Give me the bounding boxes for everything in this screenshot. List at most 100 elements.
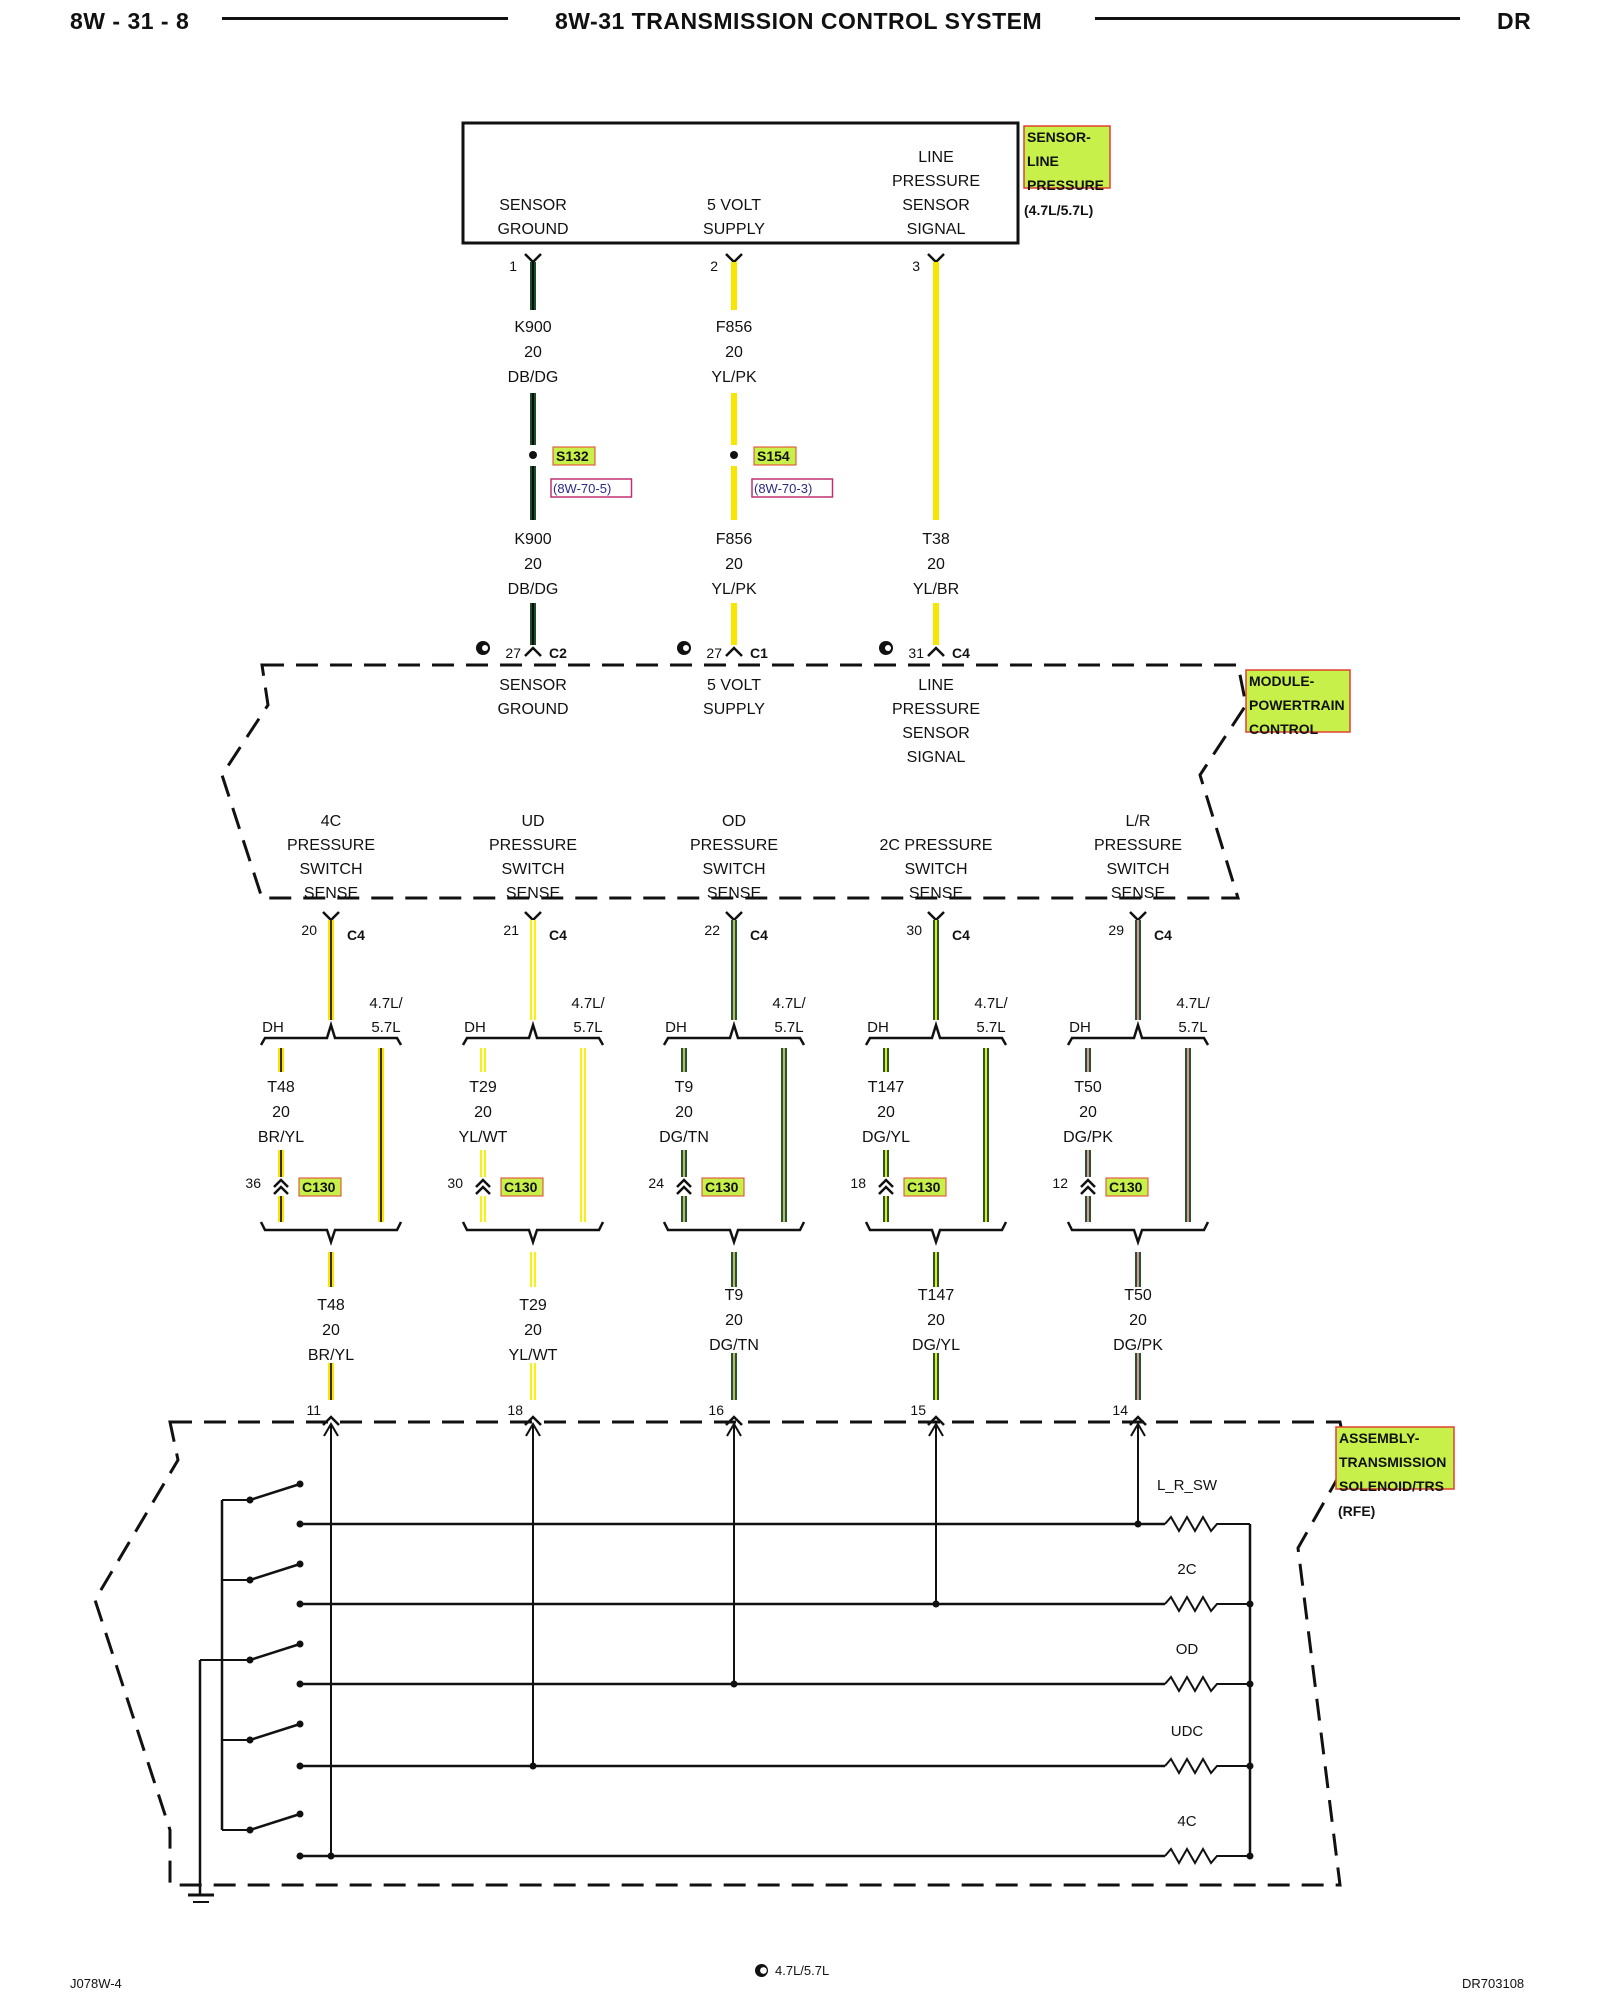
wire-code-label: DB/DG — [508, 369, 559, 386]
c130-terminal — [273, 1178, 289, 1195]
c130-tag-text: C130 — [302, 1179, 336, 1195]
pcm-pin-label: SWITCH — [1106, 861, 1169, 878]
pressure-switch-blade — [249, 1482, 301, 1502]
wire-code-label: T50 — [1074, 1079, 1102, 1096]
option-split — [662, 1020, 806, 1046]
wire-code-label: T50 — [1124, 1287, 1152, 1304]
pcm-pin-label: GROUND — [497, 701, 568, 718]
pcm-pin-label: PRESSURE — [489, 837, 577, 854]
wire-code-label: BR/YL — [258, 1129, 304, 1146]
junction-dot — [1246, 1852, 1254, 1860]
sensor-name-tag-text: SENSOR- — [1027, 129, 1091, 145]
solenoid-name-tag-text: ASSEMBLY- — [1339, 1430, 1420, 1446]
pcm-pin-label: SENSE — [506, 885, 560, 902]
pcm-name-tag-text: POWERTRAIN — [1249, 697, 1345, 713]
branch-label-engine: 5.7L — [774, 1019, 803, 1036]
pcm-name-tag-text: MODULE- — [1249, 673, 1315, 689]
pcm-pin-label: PRESSURE — [1094, 837, 1182, 854]
sensor-pin-label: PRESSURE — [892, 173, 980, 190]
pcm-pin-label: PRESSURE — [892, 701, 980, 718]
c130-terminal — [878, 1178, 894, 1195]
c130-terminal — [676, 1178, 692, 1195]
solenoid-name-tag-text: SOLENOID/TRS — [1339, 1478, 1444, 1494]
wire-code-label: T38 — [922, 531, 950, 548]
branch-label-engine: 4.7L/ — [571, 995, 605, 1012]
sensor-pin-label: GROUND — [497, 221, 568, 238]
option-join — [1066, 1221, 1210, 1246]
pcm-connector-id: C4 — [347, 927, 365, 943]
branch-label-dh: DH — [262, 1019, 284, 1036]
wire-code-label: K900 — [514, 531, 551, 548]
wire-code-label: 20 — [877, 1104, 895, 1121]
footer-left: J078W-4 — [70, 1976, 122, 1991]
pcm-pin-number: 29 — [1108, 922, 1124, 938]
wire-code-label: YL/PK — [711, 369, 757, 386]
wire-code-label: 20 — [675, 1104, 693, 1121]
wire-code-label: 20 — [524, 344, 542, 361]
c130-tag-text: C130 — [1109, 1179, 1143, 1195]
sensor-pin-terminal — [725, 253, 743, 264]
wire-code-label: T9 — [675, 1079, 694, 1096]
wire-code-label: DG/YL — [912, 1337, 960, 1354]
option-join — [259, 1221, 403, 1246]
pcm-pin-terminal — [1129, 911, 1147, 922]
arrow-icon — [323, 1422, 339, 1437]
c130-pin-number: 12 — [1052, 1175, 1068, 1191]
pcm-pin-label: SWITCH — [702, 861, 765, 878]
sensor-pin-terminal — [524, 253, 542, 264]
resistor-label: 4C — [1177, 1813, 1196, 1830]
junction-dot — [1246, 1762, 1254, 1770]
arrow-icon — [726, 1422, 742, 1437]
wire-code-label: YL/BR — [913, 581, 959, 598]
engine-option-icon — [482, 645, 488, 651]
pcm-pin-terminal — [927, 646, 945, 657]
c130-tag-text: C130 — [705, 1179, 739, 1195]
engine-option-icon — [683, 645, 689, 651]
pcm-pin-label: SIGNAL — [907, 749, 966, 766]
wire-code-label: 20 — [322, 1322, 340, 1339]
footer-center: 4.7L/5.7L — [775, 1963, 830, 1978]
c130-tag — [903, 1177, 947, 1197]
splice-tag-text: S132 — [556, 448, 589, 464]
wire-code-label: T147 — [918, 1287, 955, 1304]
pcm-pin-label: LINE — [918, 677, 954, 694]
branch-label-dh: DH — [665, 1019, 687, 1036]
branch-label-engine: 4.7L/ — [974, 995, 1008, 1012]
page-number: 8W - 31 - 8 — [70, 8, 190, 34]
pcm-pin-label: SENSE — [707, 885, 761, 902]
wire-code-label: 20 — [725, 1312, 743, 1329]
pcm-pin-label: OD — [722, 813, 746, 830]
wire-code-label: 20 — [1129, 1312, 1147, 1329]
pcm-pin-label: 4C — [321, 813, 341, 830]
pressure-switch-blade — [249, 1812, 301, 1832]
solenoid-name-tag — [1335, 1426, 1455, 1490]
wire-code-label: DG/PK — [1063, 1129, 1113, 1146]
wire-code-label: 20 — [474, 1104, 492, 1121]
page-title: 8W-31 TRANSMISSION CONTROL SYSTEM — [555, 8, 1043, 34]
pcm-pin-terminal — [725, 911, 743, 922]
pcm-pin-label: SENSE — [909, 885, 963, 902]
pcm-pin-label: SWITCH — [299, 861, 362, 878]
junction-dot — [1246, 1600, 1254, 1608]
splice-reference — [751, 478, 834, 498]
resistor-symbol — [1164, 1514, 1250, 1534]
c130-pin-number: 30 — [447, 1175, 463, 1191]
splice-reference-text: (8W-70-5) — [553, 481, 611, 496]
wire-code-label: 20 — [524, 1322, 542, 1339]
c130-tag — [298, 1177, 342, 1197]
pcm-pin-terminal — [524, 911, 542, 922]
sensor-pin-label: SENSOR — [499, 197, 567, 214]
pcm-connector-id: C4 — [952, 645, 970, 661]
wire-code-label: T9 — [725, 1287, 744, 1304]
option-join — [864, 1221, 1008, 1246]
arrow-icon — [525, 1422, 541, 1437]
wire-code-label: YL/WT — [459, 1129, 508, 1146]
pcm-connector-id: C2 — [549, 645, 567, 661]
line-pressure-sensor-box — [461, 121, 1020, 245]
tcm-pin-number: 15 — [910, 1402, 926, 1418]
c130-terminal — [475, 1178, 491, 1195]
pcm-pin-label: UD — [521, 813, 544, 830]
pcm-pin-number: 27 — [706, 645, 722, 661]
sensor-pin-label: SENSOR — [902, 197, 970, 214]
sensor-name-tag-text: LINE — [1027, 153, 1059, 169]
